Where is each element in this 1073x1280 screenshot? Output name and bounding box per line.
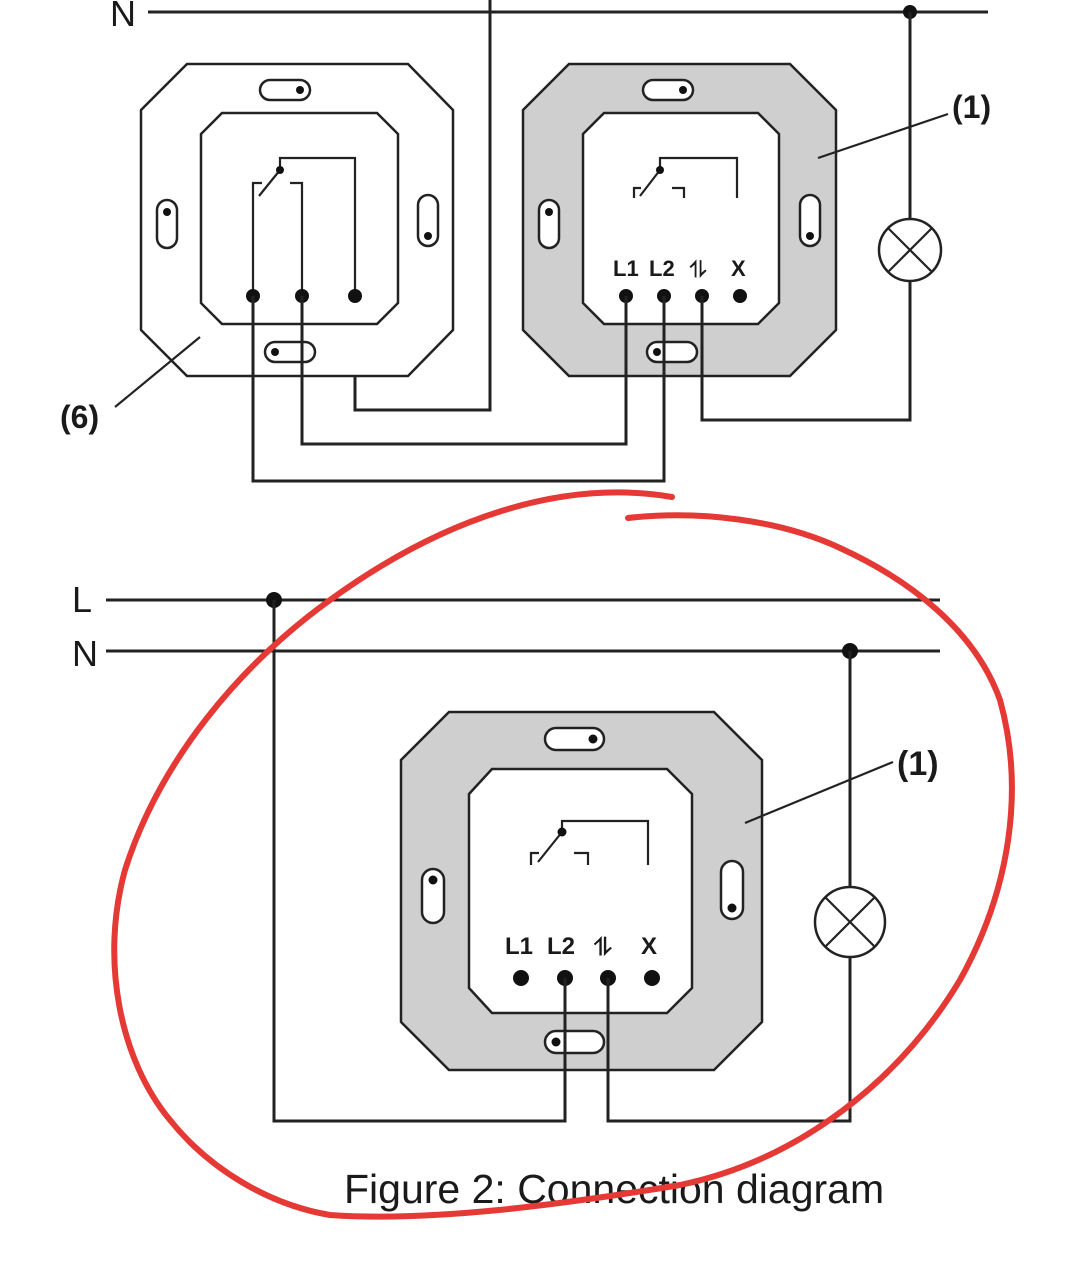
keyhole-slot-right (798, 193, 822, 248)
screw-hole (679, 86, 687, 94)
terminal-label-l2: L2 (547, 933, 575, 960)
keyhole-slot-right (719, 859, 745, 921)
screw-hole (163, 208, 171, 216)
keyhole-slot-left (537, 198, 561, 250)
load-wire (606, 957, 852, 1123)
screw-hole (271, 348, 279, 356)
top-load-wire (700, 281, 912, 422)
top-main-device: L1 L2 ⥮ X (521, 62, 838, 378)
terminal-dot (348, 289, 362, 303)
red-annotation-circle (111, 489, 1015, 1220)
device-insert (467, 767, 694, 1015)
switch-common (560, 819, 650, 865)
bottom-device-ref-label: (1) (897, 745, 939, 783)
switch-contact-2 (574, 851, 590, 865)
lamp-cross-b (824, 896, 876, 948)
switch-pivot (656, 166, 664, 174)
screw-hole (424, 232, 432, 240)
keyhole-slot-top (543, 726, 606, 752)
terminal-label-dimmer-symbol: ⥮ (689, 257, 707, 282)
screw-hole (551, 1037, 561, 1047)
switch-common (658, 156, 739, 198)
terminal-dot-x (733, 289, 747, 303)
bottom-main-device: L1 L2 ⥮ X (399, 710, 764, 1072)
screw-hole (428, 875, 438, 885)
terminal-label-l1: L1 (613, 256, 639, 281)
neutral-label: N (72, 633, 98, 674)
screw-hole (653, 348, 661, 356)
switch-pivot (276, 166, 284, 174)
screw-hole (296, 86, 304, 94)
switch-contact-2 (672, 186, 686, 198)
line-label: L (72, 579, 92, 620)
switch-common (278, 156, 357, 296)
terminal-label-l2: L2 (649, 256, 675, 281)
switch-contact-2 (290, 181, 304, 296)
traveller-wire-1 (300, 296, 628, 446)
top-diagram: N (6) (60, 0, 991, 483)
top-device-leader-line (817, 112, 949, 160)
keyhole-slot-right (416, 193, 440, 248)
keyhole-slot-left (420, 867, 446, 925)
extension-leader-line (114, 336, 201, 408)
switch-contact-1 (251, 181, 262, 296)
switch-lever (258, 169, 281, 197)
extension-unit (139, 62, 455, 378)
figure-caption: Figure 2: Connection diagram (344, 1166, 884, 1212)
bottom-diagram: L N L1 L2 ⥮ X (72, 579, 940, 1212)
keyhole-slot-top (641, 78, 695, 102)
terminal-label-x: X (731, 256, 746, 281)
switch-lever (537, 831, 563, 863)
switch-lever (639, 169, 661, 197)
top-neutral-label: N (110, 0, 136, 34)
terminal-dot-l1 (513, 970, 529, 986)
top-device-ref-label: (1) (952, 89, 991, 125)
keyhole-slot-top (258, 78, 312, 102)
traveller-wire-2 (251, 296, 666, 483)
terminal-label-l1: L1 (505, 933, 533, 960)
terminal-label-x: X (641, 933, 657, 960)
switch-contact-1 (632, 186, 641, 198)
extension-insert (199, 111, 400, 326)
keyhole-slot-left (155, 198, 179, 250)
terminal-label-dimmer-symbol: ⥮ (594, 934, 612, 961)
extension-ref-label: (6) (60, 399, 99, 435)
screw-hole (588, 734, 598, 744)
bottom-device-leader-line (744, 760, 894, 825)
keyhole-slot-bottom (543, 1029, 606, 1055)
switch-pivot (557, 827, 567, 837)
screw-hole (545, 208, 553, 216)
keyhole-slot-bottom (645, 340, 699, 364)
screw-hole (727, 903, 737, 913)
device-insert (581, 111, 781, 326)
screw-hole (806, 232, 814, 240)
lamp-cross-b (887, 227, 933, 273)
switch-contact-1 (529, 851, 539, 865)
line-to-l2-wire (272, 600, 567, 1123)
terminal-dot-x (644, 970, 660, 986)
